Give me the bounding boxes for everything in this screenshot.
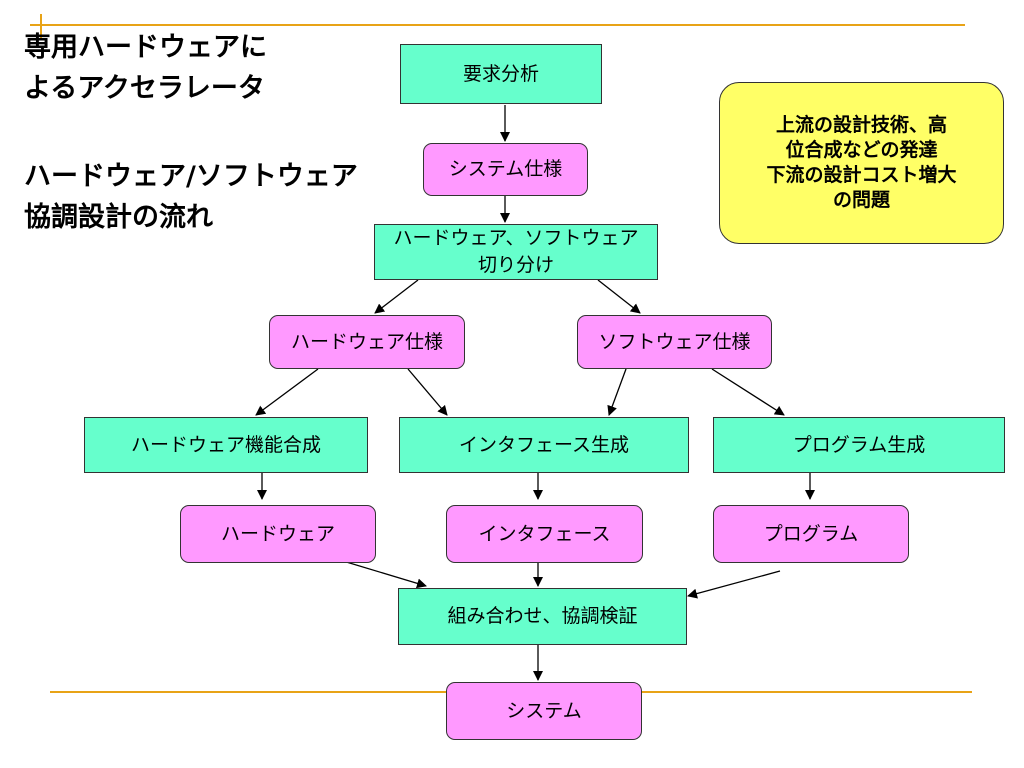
slide-title: 専用ハードウェアに よるアクセラレータ (24, 27, 267, 109)
slide-subtitle: ハードウェア/ソフトウェア 協調設計の流れ (24, 156, 358, 238)
partition-box: ハードウェア、ソフトウェア 切り分け (374, 224, 658, 280)
hardware-box: ハードウェア (180, 505, 376, 563)
title-line-1: 専用ハードウェアに (24, 32, 267, 63)
sw-spec-box: ソフトウェア仕様 (577, 315, 772, 369)
cosim-label: 組み合わせ、協調検証 (447, 605, 638, 627)
partition-label-line-1: ハードウェア、ソフトウェア (393, 227, 639, 249)
top-left-corner-rule (40, 14, 42, 40)
note-line-1: 上流の設計技術、高 (775, 114, 947, 136)
note-line-4: の問題 (832, 189, 890, 211)
cosim-box: 組み合わせ、協調検証 (398, 588, 687, 645)
program-generation-box: プログラム生成 (713, 417, 1005, 473)
arrow-sw-spec-to-interface (607, 368, 627, 416)
program-box: プログラム (713, 505, 909, 563)
subtitle-line-2: 協調設計の流れ (24, 202, 213, 233)
program-label: プログラム (763, 522, 859, 545)
arrow-sw-spec-to-program-gen (711, 368, 785, 416)
hw-spec-label: ハードウェア仕様 (290, 330, 443, 353)
arrow-program-to-cosim (687, 570, 781, 599)
hw-synthesis-label: ハードウェア機能合成 (130, 433, 321, 456)
arrow-hw-spec-to-interface (407, 368, 448, 416)
note-line-2: 位合成などの発達 (785, 139, 938, 161)
system-box: システム (446, 682, 642, 740)
requirements-analysis-label: 要求分析 (462, 62, 539, 85)
subtitle-line-1: ハードウェア/ソフトウェア (24, 161, 358, 192)
interface-label: インタフェース (478, 522, 611, 545)
arrow-partition-to-sw-spec (597, 279, 641, 314)
interface-box: インタフェース (446, 505, 643, 563)
arrow-partition-to-hw-spec (374, 279, 419, 314)
title-line-2: よるアクセラレータ (24, 73, 265, 104)
hardware-label: ハードウェア (220, 522, 335, 545)
system-spec-label: システム仕様 (448, 158, 563, 180)
arrow-hardware-to-cosim (342, 560, 427, 589)
sw-spec-label: ソフトウェア仕様 (598, 330, 751, 353)
system-spec-box: システム仕様 (423, 143, 588, 196)
interface-generation-label: インタフェース生成 (458, 433, 630, 456)
hw-spec-box: ハードウェア仕様 (269, 315, 465, 369)
arrow-hw-spec-to-synthesis (255, 368, 319, 416)
requirements-analysis-box: 要求分析 (400, 44, 602, 104)
interface-generation-box: インタフェース生成 (399, 417, 689, 473)
note-line-3: 下流の設計コスト増大 (766, 164, 957, 186)
program-generation-label: プログラム生成 (792, 433, 926, 456)
note-box: 上流の設計技術、高 位合成などの発達 下流の設計コスト増大 の問題 (719, 82, 1004, 244)
partition-label-line-2: 切り分け (477, 254, 554, 276)
hw-synthesis-box: ハードウェア機能合成 (84, 417, 368, 473)
system-label: システム (506, 699, 582, 722)
top-rule (30, 24, 965, 26)
